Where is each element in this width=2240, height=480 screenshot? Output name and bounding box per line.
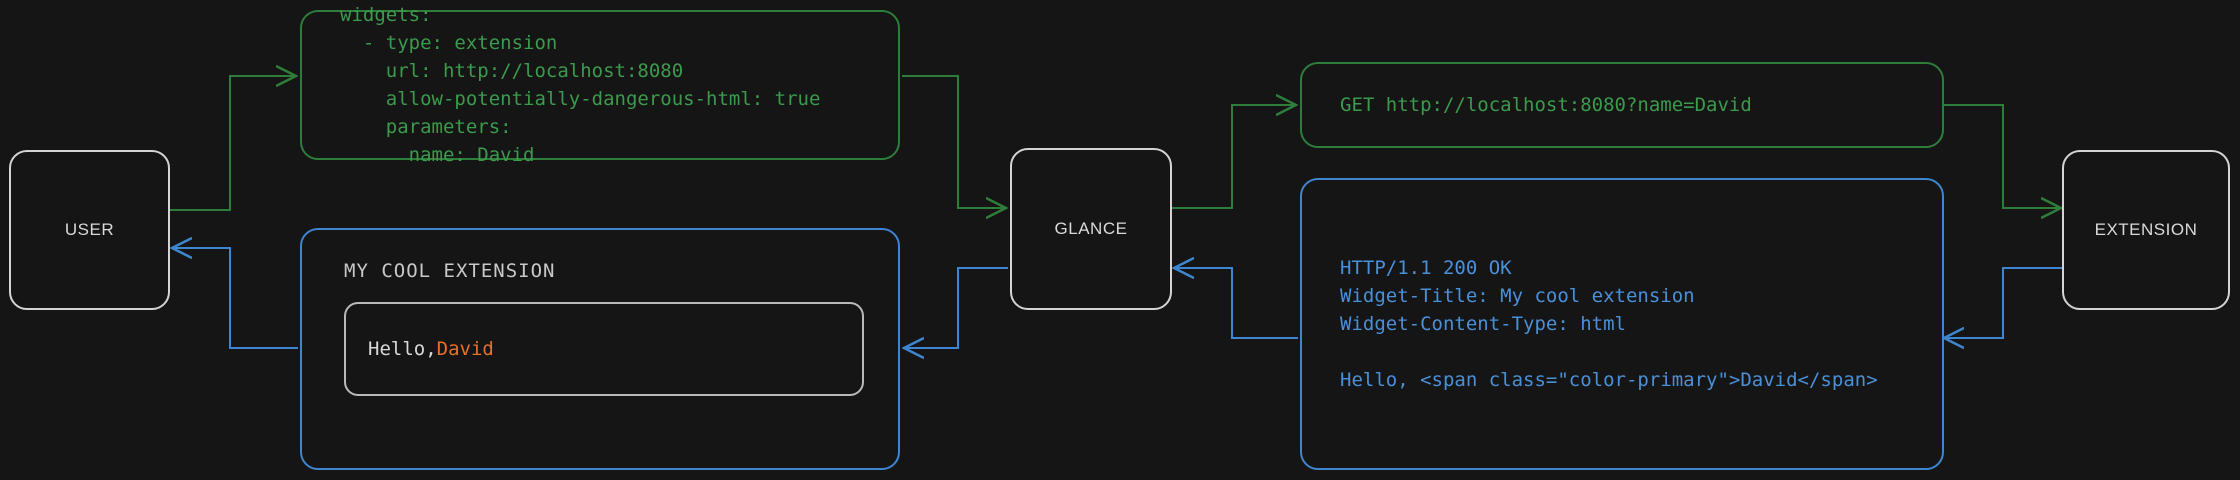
config-box-text: widgets: - type: extension url: http://l… [340, 4, 821, 166]
http-response-text: HTTP/1.1 200 OK Widget-Title: My cool ex… [1340, 257, 1878, 391]
wire-extension-to-response [1944, 267, 2063, 338]
widget-greeting-text: Hello, [368, 338, 437, 360]
node-extension-label: EXTENSION [2094, 220, 2198, 239]
wire-glance-to-widget [904, 267, 1008, 348]
wire-glance-to-request [1172, 105, 1296, 209]
widget-preview-body: Hello, David [344, 302, 864, 396]
node-extension[interactable]: EXTENSION [2062, 150, 2230, 310]
node-glance[interactable]: GLANCE [1010, 148, 1172, 310]
wire-user-to-config [170, 76, 296, 211]
widget-preview-card[interactable]: MY COOL EXTENSION Hello, David [300, 228, 900, 470]
config-box[interactable]: widgets: - type: extension url: http://l… [300, 4, 900, 166]
node-glance-label: GLANCE [1054, 219, 1128, 238]
wire-config-to-glance [902, 75, 1006, 208]
wire-response-to-glance [1174, 268, 1298, 339]
http-request-text: GET http://localhost:8080?name=David [1340, 94, 1752, 116]
http-response-box[interactable]: HTTP/1.1 200 OK Widget-Title: My cool ex… [1300, 178, 1944, 470]
widget-name-value: David [436, 338, 494, 360]
wire-widget-to-user [172, 248, 298, 349]
node-user[interactable]: USER [9, 150, 170, 310]
http-request-box[interactable]: GET http://localhost:8080?name=David [1300, 62, 1944, 148]
wire-request-to-extension [1942, 104, 2061, 208]
node-user-label: USER [64, 220, 115, 239]
widget-preview-title: MY COOL EXTENSION [344, 260, 556, 282]
